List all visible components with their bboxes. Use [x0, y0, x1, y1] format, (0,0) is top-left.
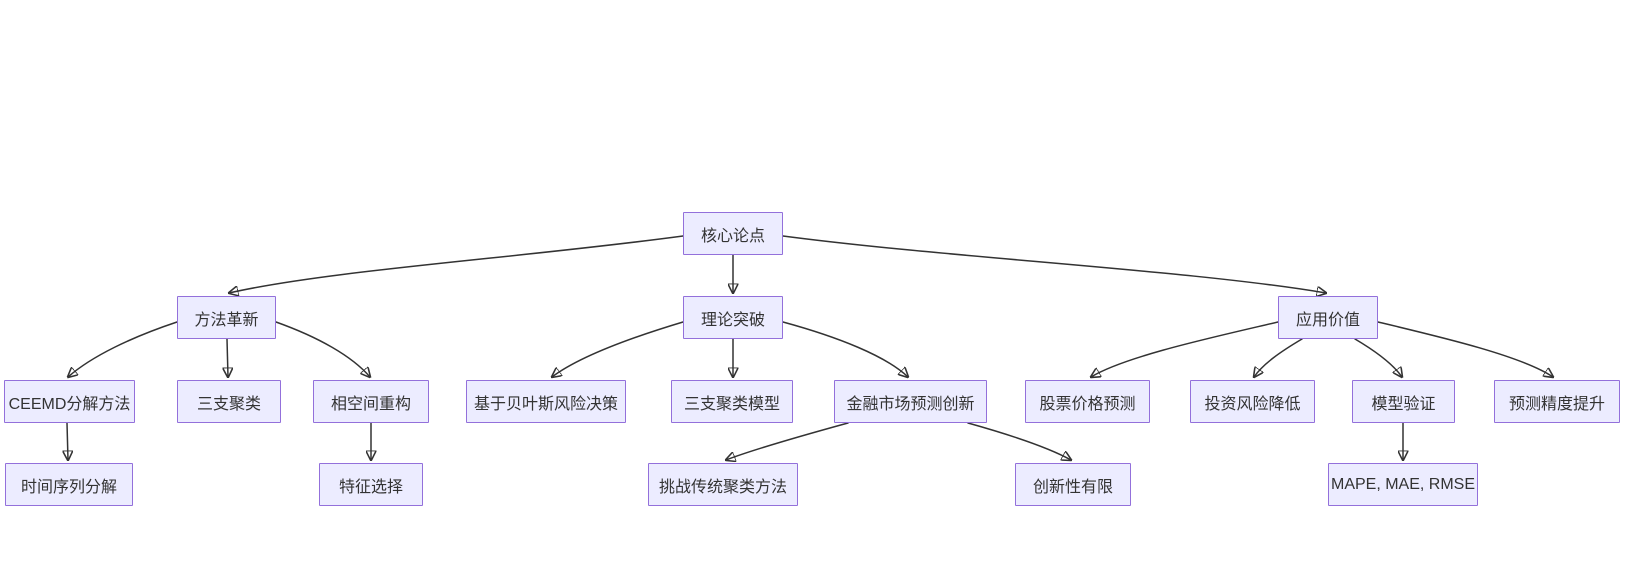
node-investment-risk-reduction-label: 投资风险降低 [1204, 395, 1301, 413]
node-three-way-clustering-model: 三支聚类模型 [671, 380, 793, 423]
edge-theory-bayes [552, 321, 684, 377]
edge-method-phase-space [275, 321, 370, 377]
node-limited-novelty-label: 创新性有限 [1032, 478, 1113, 496]
node-model-validation-label: 模型验证 [1371, 395, 1436, 413]
node-limited-novelty: 创新性有限 [1015, 463, 1131, 506]
node-error-metrics-label: MAPE, MAE, RMSE [1330, 475, 1476, 493]
edge-theory-finance [782, 321, 908, 377]
edge-ceemd-time-series [67, 422, 68, 460]
edge-method-three-way [227, 338, 228, 377]
node-application-value-label: 应用价值 [1295, 311, 1360, 329]
node-challenge-traditional-clustering-label: 挑战传统聚类方法 [658, 478, 787, 496]
edge-finance-limited [967, 422, 1071, 460]
node-investment-risk-reduction: 投资风险降低 [1190, 380, 1315, 423]
edge-method-ceemd [68, 321, 178, 377]
node-theory-breakthrough: 理论突破 [683, 296, 783, 339]
node-stock-price-prediction: 股票价格预测 [1025, 380, 1150, 423]
node-stock-price-prediction-label: 股票价格预测 [1039, 395, 1136, 413]
edge-core-application [782, 235, 1326, 293]
node-three-way-clustering-model-label: 三支聚类模型 [683, 395, 780, 413]
node-error-metrics: MAPE, MAE, RMSE [1328, 463, 1478, 506]
node-ceemd-decomposition-label: CEEMD分解方法 [8, 395, 131, 413]
node-financial-market-forecast-innovation: 金融市场预测创新 [834, 380, 987, 423]
edge-application-validation [1354, 338, 1402, 377]
node-theory-breakthrough-label: 理论突破 [700, 311, 765, 329]
node-application-value: 应用价值 [1278, 296, 1378, 339]
node-model-validation: 模型验证 [1352, 380, 1455, 423]
node-core-thesis: 核心论点 [683, 212, 783, 255]
node-forecast-accuracy-improvement-label: 预测精度提升 [1508, 395, 1605, 413]
edge-core-method [229, 235, 684, 293]
node-forecast-accuracy-improvement: 预测精度提升 [1494, 380, 1620, 423]
node-three-way-clustering: 三支聚类 [177, 380, 281, 423]
edge-finance-challenge [726, 422, 849, 460]
edge-application-risk [1254, 338, 1303, 377]
node-bayesian-risk-decision: 基于贝叶斯风险决策 [466, 380, 626, 423]
node-phase-space-reconstruction: 相空间重构 [313, 380, 429, 423]
node-three-way-clustering-label: 三支聚类 [196, 395, 261, 413]
node-phase-space-reconstruction-label: 相空间重构 [330, 395, 411, 413]
node-core-thesis-label: 核心论点 [700, 227, 765, 245]
node-method-innovation-label: 方法革新 [194, 311, 259, 329]
node-method-innovation: 方法革新 [177, 296, 276, 339]
edge-application-precision [1377, 321, 1553, 377]
node-feature-selection: 特征选择 [319, 463, 423, 506]
edge-application-stock [1091, 321, 1279, 377]
node-financial-market-forecast-innovation-label: 金融市场预测创新 [846, 395, 975, 413]
node-time-series-decomposition-label: 时间序列分解 [20, 478, 117, 496]
node-bayesian-risk-decision-label: 基于贝叶斯风险决策 [473, 395, 618, 413]
node-ceemd-decomposition: CEEMD分解方法 [4, 380, 135, 423]
node-time-series-decomposition: 时间序列分解 [5, 463, 133, 506]
node-feature-selection-label: 特征选择 [338, 478, 403, 496]
node-challenge-traditional-clustering: 挑战传统聚类方法 [648, 463, 798, 506]
